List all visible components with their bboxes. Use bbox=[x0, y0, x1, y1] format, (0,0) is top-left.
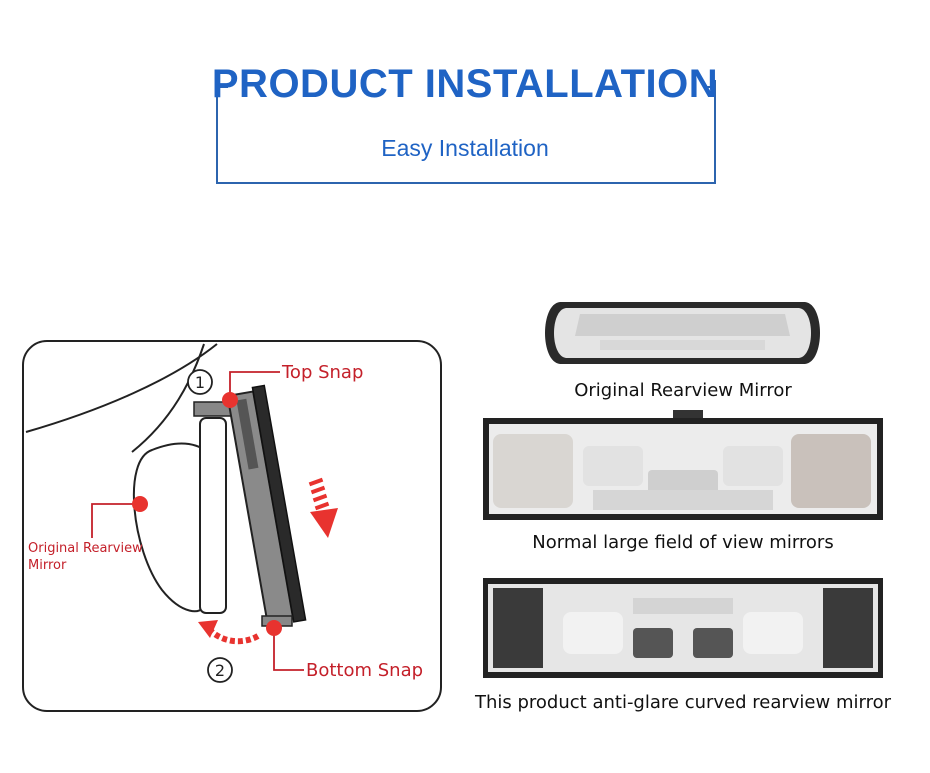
caption-anti-glare-mirror: This product anti-glare curved rearview … bbox=[474, 692, 891, 713]
installation-diagram-drawing: 1 2 bbox=[22, 340, 442, 712]
anti-glare-curved-mirror-image bbox=[483, 578, 883, 678]
header-frame-corner-left bbox=[216, 86, 228, 88]
page-subtitle: Easy Installation bbox=[381, 135, 549, 161]
header-frame bbox=[216, 80, 716, 184]
page-title: PRODUCT INSTALLATION bbox=[211, 62, 719, 106]
bottom-snap-dot bbox=[266, 620, 282, 636]
bottom-snap-label: Bottom Snap bbox=[306, 660, 424, 681]
step-1-circle bbox=[187, 369, 213, 395]
original-mirror-image bbox=[545, 302, 820, 364]
step-2-number: 2 bbox=[215, 661, 225, 680]
caption-original-mirror: Original Rearview Mirror bbox=[574, 380, 792, 401]
installation-diagram: 1 2 Top Snap Bottom Snap Original Rearvi… bbox=[22, 340, 442, 712]
original-rearview-label-line1: Original Rearview bbox=[28, 541, 143, 556]
step-2-circle bbox=[207, 657, 233, 683]
original-mirror-dot bbox=[132, 496, 148, 512]
original-rearview-label-line2: Mirror bbox=[28, 558, 67, 573]
step-1-number: 1 bbox=[195, 373, 205, 392]
top-snap-label: Top Snap bbox=[282, 362, 364, 383]
original-rearview-label: Original Rearview Mirror bbox=[28, 540, 168, 574]
caption-normal-wide-mirror: Normal large field of view mirrors bbox=[532, 532, 834, 553]
header-frame-corner-right bbox=[704, 86, 716, 88]
normal-wide-mirror-image bbox=[483, 410, 883, 520]
top-snap-dot bbox=[222, 392, 238, 408]
